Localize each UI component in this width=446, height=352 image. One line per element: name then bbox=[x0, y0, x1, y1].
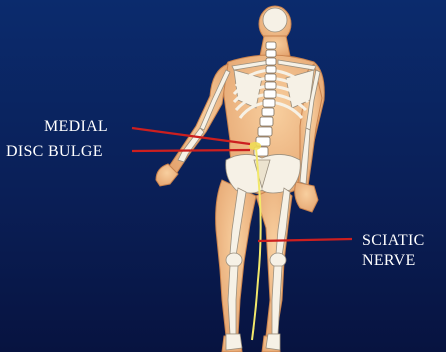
disc-bulge-marker bbox=[249, 142, 261, 150]
label-medial: MEDIAL bbox=[44, 118, 108, 136]
disc-bulge-pointer-line bbox=[132, 150, 250, 151]
label-sciatic: SCIATIC bbox=[362, 232, 425, 250]
label-disc-bulge: DISC BULGE bbox=[6, 143, 103, 161]
label-nerve: NERVE bbox=[362, 252, 416, 270]
